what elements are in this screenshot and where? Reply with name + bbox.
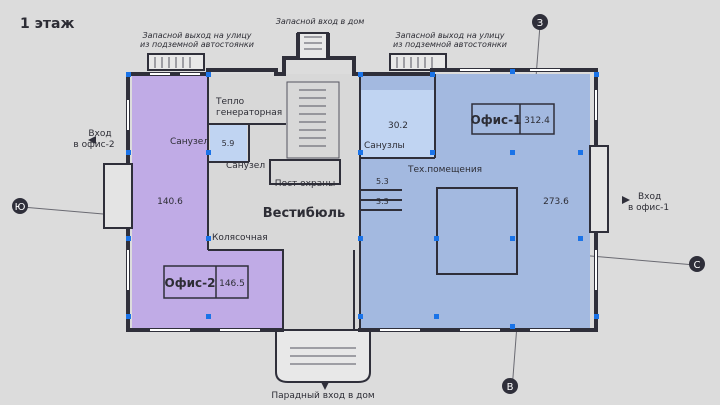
- stairwell: [286, 81, 340, 159]
- office1-area: 312.4: [524, 116, 550, 126]
- stroller-label: Колясочная: [212, 233, 268, 243]
- garage-exit-left-line1: Запасной выход на улицу: [142, 31, 251, 40]
- tech-a-area: 5.3: [376, 177, 389, 186]
- tech-label: Тех.помещения: [407, 165, 482, 175]
- tech-b-area: 3.3: [376, 197, 389, 206]
- office2-entry-line2: в офис-2: [73, 140, 114, 150]
- office2-name: Офис-2: [165, 276, 216, 290]
- office1-wc-room[interactable]: [360, 90, 435, 158]
- garage-exit-right-line2: из подземной автостоянки: [393, 40, 507, 49]
- office1-hall-area: 273.6: [543, 197, 569, 207]
- office1-wc-label: Санузлы: [364, 141, 405, 151]
- garage-exit-right-line1: Запасной выход на улицу: [395, 31, 504, 40]
- outlet-markers: [126, 69, 599, 329]
- floor-title: 1 этаж: [20, 16, 74, 32]
- office1-name: Офис-1: [471, 113, 522, 127]
- garage-exit-left-line2: из подземной автостоянки: [140, 40, 254, 49]
- window-ticks: [127, 69, 597, 331]
- heat-label-line1: Тепло: [215, 97, 245, 107]
- office1-entry-line1: Вход: [638, 192, 661, 202]
- office2-name-box: [163, 265, 249, 299]
- office1-entry-line2: в офис-1: [628, 203, 669, 213]
- office1-porch[interactable]: [589, 145, 609, 233]
- compass-south-badge: [502, 378, 518, 394]
- compass-north-badge: [532, 14, 548, 30]
- office2-wc-room[interactable]: [210, 124, 247, 162]
- guard-label: Пост охраны: [275, 179, 335, 189]
- office2-wc-area: 5.9: [222, 139, 235, 148]
- compass-west-label: Ю: [15, 202, 26, 213]
- compass-south-label: В: [507, 382, 514, 393]
- compass-north-label: З: [537, 18, 543, 29]
- office2-porch[interactable]: [103, 163, 133, 229]
- emergency-house-label: Запасной вход в дом: [276, 17, 365, 26]
- main-entry-label: Парадный вход в дом: [271, 391, 374, 401]
- lobby-label: Вестибюль: [263, 206, 346, 221]
- office1-name-box: [471, 103, 555, 135]
- compass-west-badge: [12, 198, 28, 214]
- office2-hall-area: 140.6: [157, 197, 183, 207]
- compass-east-label: С: [694, 260, 701, 271]
- heat-label-line2: генераторная: [216, 108, 282, 118]
- office2-wc-label: Санузел: [170, 137, 209, 147]
- compass-east-badge: [689, 256, 705, 272]
- inner-walls: [207, 74, 518, 330]
- office2-area: 146.5: [219, 279, 245, 289]
- lobby-wc-label: Санузел: [226, 161, 265, 171]
- entry-arrows: [88, 136, 630, 390]
- office2-entry-line1: Вход: [88, 129, 111, 139]
- office1-wc-area: 30.2: [388, 121, 408, 131]
- lobby-lower: [283, 248, 360, 330]
